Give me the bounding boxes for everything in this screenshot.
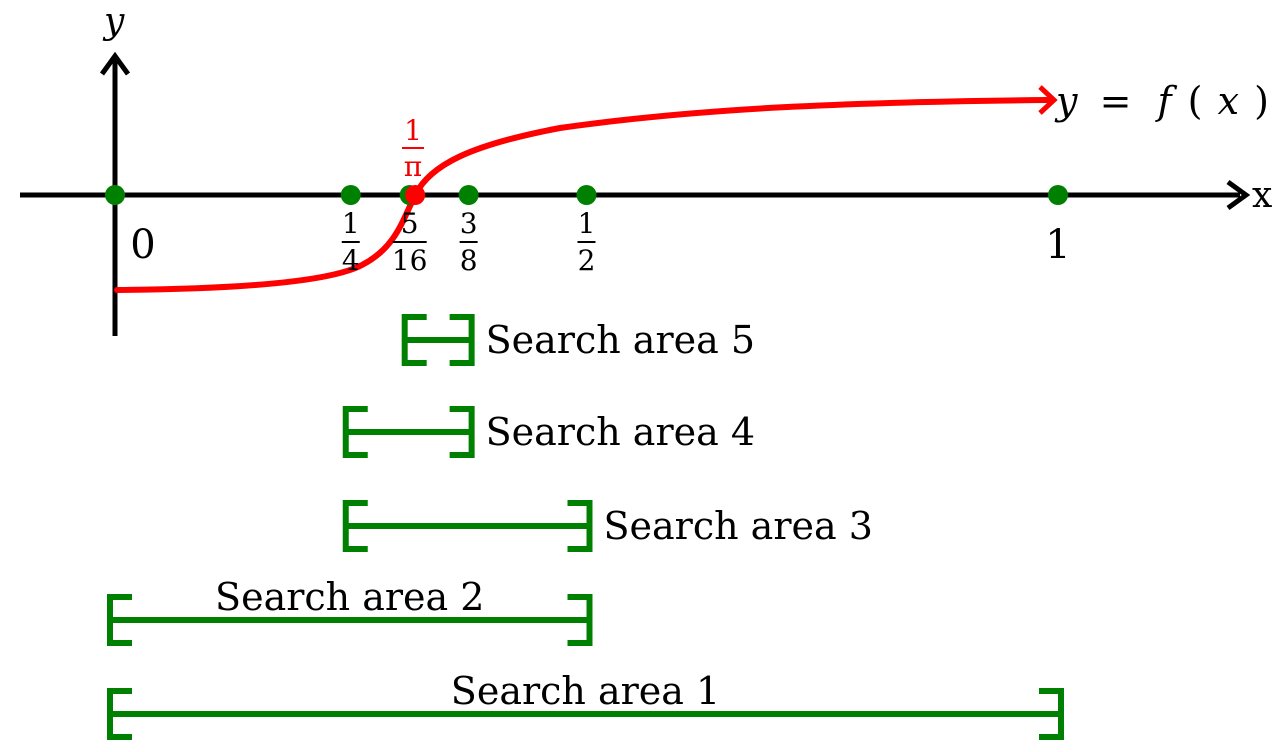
function-curve	[114, 97, 1051, 293]
x-axis-label: x	[1252, 175, 1272, 216]
x-axis-arrowhead	[1226, 179, 1251, 211]
axis-point-label-denominator: 16	[392, 244, 428, 277]
axis-point-label-denominator: 4	[342, 244, 360, 277]
axis-point-label-numerator: 5	[401, 207, 419, 240]
axis-point-label-numerator: 1	[578, 207, 596, 240]
search-area-label: Search area 4	[486, 410, 755, 454]
y-axis-arrowhead	[99, 51, 131, 76]
axis-point-marker	[576, 185, 597, 205]
curve-label-open: (	[1188, 79, 1203, 123]
search-area-bracket: Search area 1	[107, 669, 1064, 740]
axis-point-marker	[340, 185, 361, 205]
root-marker	[405, 185, 426, 205]
search-area-label: Search area 1	[451, 669, 720, 713]
search-area-label: Search area 2	[215, 575, 484, 619]
root-label-numerator: 1	[404, 114, 422, 147]
axis-point-label-denominator: 2	[578, 244, 596, 277]
axis-point-group: 1	[1045, 185, 1071, 268]
axis-point-group: 12	[576, 185, 597, 277]
axis-point-marker	[105, 185, 125, 205]
axis-point-label-numerator: 3	[460, 207, 478, 240]
search-area-label: Search area 3	[604, 504, 873, 548]
root-marker-group: 1 π	[402, 114, 426, 205]
axis-point-group: 14	[340, 185, 361, 277]
search-area-bracket: Search area 3	[342, 500, 873, 552]
curve-label-eq: =	[1100, 79, 1132, 123]
axis-point-label-numerator: 1	[342, 207, 360, 240]
axis-point-marker	[458, 185, 479, 205]
function-curve-arrowhead	[1038, 85, 1058, 115]
curve-label-x: x	[1218, 79, 1239, 123]
search-areas: Search area 5 Search area 4 Search area 3 S…	[107, 314, 1064, 740]
curve-label: y = f ( x )	[1054, 79, 1269, 123]
root-label-denominator: π	[404, 150, 422, 183]
curve-label-close: )	[1254, 79, 1269, 123]
axis-point-label: 0	[130, 222, 155, 268]
axis-point-group: 0	[105, 185, 156, 268]
curve-label-f: f	[1155, 79, 1178, 123]
search-area-bracket: Search area 5	[401, 314, 755, 366]
search-area-label: Search area 5	[486, 318, 755, 362]
axis-point-group: 38	[458, 185, 479, 277]
curve-label-y: y	[1054, 79, 1078, 123]
y-axis-label: y	[102, 1, 125, 42]
search-area-bracket: Search area 4	[342, 406, 755, 458]
axis-point-label: 1	[1045, 222, 1070, 268]
axis-point-label-denominator: 8	[460, 244, 478, 277]
axis-point-marker	[1048, 185, 1068, 205]
search-area-bracket: Search area 2	[107, 575, 593, 646]
